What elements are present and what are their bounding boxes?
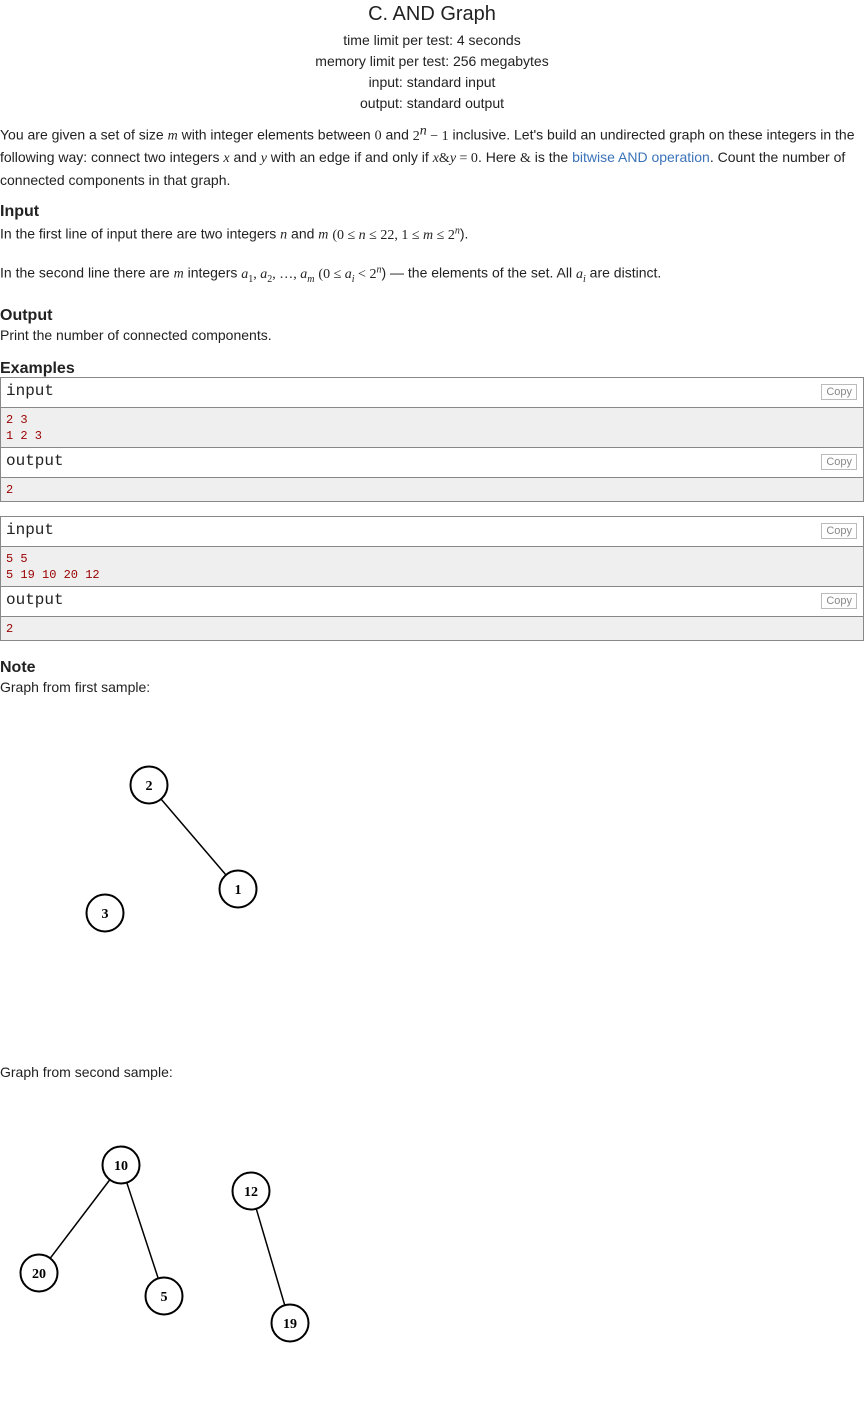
sample-input-label: input bbox=[6, 520, 55, 539]
sample-input-body[interactable]: 2 3 1 2 3 bbox=[1, 407, 863, 447]
graph-node: 20 bbox=[19, 1253, 59, 1293]
problem-header: C. AND Graph time limit per test: 4 seco… bbox=[0, 0, 864, 114]
sample-input-header: input Copy bbox=[1, 516, 863, 547]
sample-test-2: input Copy 5 5 5 19 10 20 12 output Copy… bbox=[0, 515, 864, 641]
sample-output-header: output Copy bbox=[1, 446, 863, 478]
graph-node-label: 3 bbox=[102, 907, 109, 922]
graph-node: 12 bbox=[231, 1171, 271, 1211]
graph-node: 19 bbox=[270, 1303, 310, 1343]
sample-line: 5 19 10 20 12 bbox=[6, 567, 100, 582]
sample-output-header: output Copy bbox=[1, 585, 863, 617]
sample-line: 5 5 bbox=[6, 551, 28, 566]
sample-input-header: input Copy bbox=[1, 377, 863, 408]
output-file: output: standard output bbox=[360, 95, 504, 111]
output-heading: Output bbox=[0, 307, 53, 325]
examples-heading: Examples bbox=[0, 359, 75, 377]
input-line-2: In the second line there are m integers … bbox=[0, 264, 662, 285]
graph-node: 3 bbox=[85, 893, 125, 933]
sample-output-label: output bbox=[6, 590, 64, 609]
time-limit: time limit per test: 4 seconds bbox=[343, 32, 521, 48]
sample-output-body[interactable]: 2 bbox=[1, 477, 863, 501]
sample-output-label: output bbox=[6, 451, 64, 470]
copy-button[interactable]: Copy bbox=[821, 383, 857, 400]
copy-button[interactable]: Copy bbox=[821, 453, 857, 470]
graph-edge bbox=[148, 784, 239, 890]
graph-node: 10 bbox=[101, 1145, 141, 1185]
output-text: Print the number of connected components… bbox=[0, 327, 272, 344]
graph-node-label: 19 bbox=[283, 1317, 297, 1332]
input-file: input: standard input bbox=[368, 74, 496, 90]
graph-edge bbox=[38, 1164, 122, 1274]
sample-line: 1 2 3 bbox=[6, 428, 43, 443]
graph-node-label: 2 bbox=[146, 779, 153, 794]
memory-limit: memory limit per test: 256 megabytes bbox=[315, 53, 549, 69]
input-heading: Input bbox=[0, 203, 40, 221]
graph-second-sample: 10 20 5 12 19 bbox=[19, 1145, 310, 1343]
sample-line: 2 3 bbox=[6, 412, 28, 427]
copy-button[interactable]: Copy bbox=[821, 522, 857, 539]
sample-output-body[interactable]: 2 bbox=[1, 616, 863, 640]
graph-edge bbox=[250, 1190, 291, 1323]
graph-node-label: 20 bbox=[32, 1267, 46, 1282]
graph-edge bbox=[120, 1164, 165, 1296]
note-heading: Note bbox=[0, 658, 36, 676]
copy-button[interactable]: Copy bbox=[821, 592, 857, 609]
graph-node-label: 5 bbox=[161, 1290, 168, 1305]
sample-line: 2 bbox=[6, 621, 14, 636]
sample-input-label: input bbox=[6, 381, 55, 400]
graph-first-sample: 2 1 3 bbox=[85, 765, 258, 933]
bitwise-and-link[interactable]: bitwise AND operation bbox=[572, 149, 710, 166]
problem-title: C. AND Graph bbox=[368, 3, 496, 25]
graph-node-label: 12 bbox=[244, 1185, 258, 1200]
statement-paragraph: You are given a set of size m with integ… bbox=[0, 123, 855, 188]
graph-node-label: 1 bbox=[235, 883, 242, 898]
note-caption-1: Graph from first sample: bbox=[0, 678, 151, 695]
note-caption-2: Graph from second sample: bbox=[0, 1064, 173, 1081]
input-line-1: In the first line of input there are two… bbox=[0, 225, 469, 243]
graph-node-label: 10 bbox=[114, 1159, 128, 1174]
sample-input-body[interactable]: 5 5 5 19 10 20 12 bbox=[1, 546, 863, 586]
graph-node: 5 bbox=[144, 1276, 184, 1316]
sample-test-1: input Copy 2 3 1 2 3 output Copy 2 bbox=[0, 376, 864, 502]
sample-line: 2 bbox=[6, 482, 14, 497]
graph-node: 1 bbox=[218, 869, 258, 909]
graph-node: 2 bbox=[129, 765, 169, 805]
